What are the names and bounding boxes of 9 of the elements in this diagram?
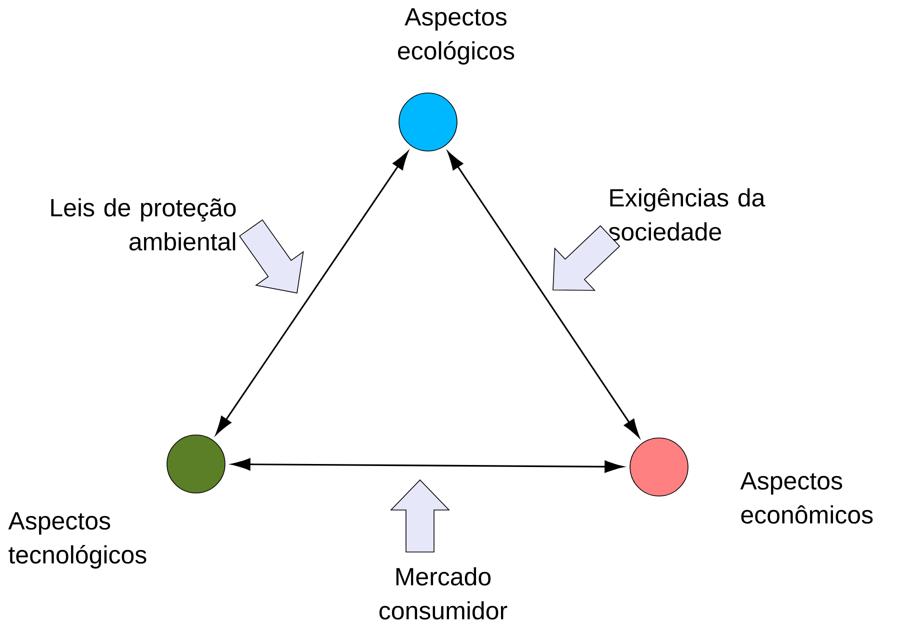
double-arrow (448, 152, 640, 438)
text-label: Leis de proteção ambiental (51, 198, 236, 251)
circle-label: Aspectos econômicos (740, 472, 873, 524)
circle-label: Aspectos ecológicos (398, 8, 514, 65)
double-arrow (216, 151, 408, 435)
circle-label: Aspectos tecnológicos (8, 512, 146, 569)
block-arrow (390, 479, 450, 552)
text-label: Exigências da sociedade (608, 188, 766, 241)
text-label: Mercado consumidor (379, 567, 508, 620)
